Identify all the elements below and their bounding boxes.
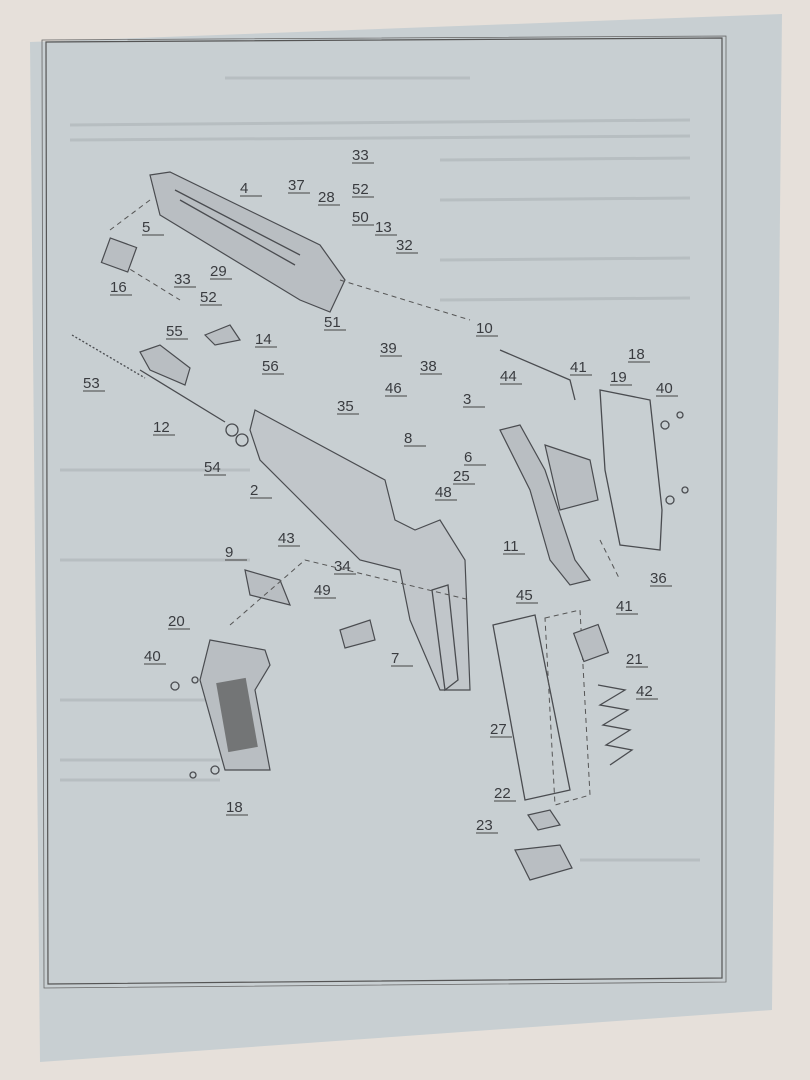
magazine bbox=[492, 614, 571, 801]
part-label-50: 50 bbox=[352, 209, 369, 226]
barrel-part bbox=[139, 344, 191, 386]
part-label-10: 10 bbox=[476, 320, 493, 337]
part-label-34: 34 bbox=[334, 558, 351, 575]
part-label-32: 32 bbox=[396, 237, 413, 254]
right-grip bbox=[599, 389, 663, 551]
show-through-text bbox=[60, 76, 700, 862]
part-label-56: 56 bbox=[262, 358, 279, 375]
part-label-43: 43 bbox=[278, 530, 295, 547]
part-label-18: 18 bbox=[628, 346, 645, 363]
part-label-39: 39 bbox=[380, 340, 397, 357]
frame-part bbox=[249, 409, 471, 691]
part-label-2: 2 bbox=[250, 482, 258, 499]
part-label-42: 42 bbox=[636, 683, 653, 700]
part-label-4: 4 bbox=[240, 180, 248, 197]
part-label-11: 11 bbox=[503, 538, 519, 555]
part-label-40: 40 bbox=[144, 648, 161, 665]
part-label-33: 33 bbox=[352, 147, 369, 164]
part-label-33: 33 bbox=[174, 271, 191, 288]
page-border-inner bbox=[41, 35, 727, 989]
part-label-12: 12 bbox=[153, 419, 170, 436]
part-label-38: 38 bbox=[420, 358, 437, 375]
part-label-29: 29 bbox=[210, 263, 227, 280]
part-label-19: 19 bbox=[610, 369, 627, 386]
part-label-35: 35 bbox=[337, 398, 354, 415]
part-label-45: 45 bbox=[516, 587, 533, 604]
part-label-48: 48 bbox=[435, 484, 452, 501]
part-label-3: 3 bbox=[463, 391, 471, 408]
block-part bbox=[100, 237, 138, 273]
part-label-18: 18 bbox=[226, 799, 243, 816]
part-label-36: 36 bbox=[650, 570, 667, 587]
part-label-41: 41 bbox=[616, 598, 633, 615]
part-label-27: 27 bbox=[490, 721, 507, 738]
part-label-6: 6 bbox=[464, 449, 472, 466]
part-label-16: 16 bbox=[110, 279, 127, 296]
part-label-25: 25 bbox=[453, 468, 470, 485]
part-label-21: 21 bbox=[626, 651, 643, 668]
part-label-28: 28 bbox=[318, 189, 335, 206]
part-label-20: 20 bbox=[168, 613, 185, 630]
parts-drawing bbox=[71, 171, 689, 881]
part-label-49: 49 bbox=[314, 582, 331, 599]
part-label-5: 5 bbox=[142, 219, 150, 236]
page-border bbox=[45, 37, 723, 985]
part-label-8: 8 bbox=[404, 430, 412, 447]
part-label-46: 46 bbox=[385, 380, 402, 397]
part-label-9: 9 bbox=[225, 544, 233, 561]
slide-part bbox=[149, 171, 346, 313]
part-label-14: 14 bbox=[255, 331, 272, 348]
part-label-52: 52 bbox=[352, 181, 369, 198]
part-label-37: 37 bbox=[288, 177, 305, 194]
part-label-41: 41 bbox=[570, 359, 587, 376]
part-label-7: 7 bbox=[391, 650, 399, 667]
part-label-53: 53 bbox=[83, 375, 100, 392]
part-label-51: 51 bbox=[324, 314, 341, 331]
part-label-22: 22 bbox=[494, 785, 511, 802]
part-label-44: 44 bbox=[500, 368, 517, 385]
part-label-23: 23 bbox=[476, 817, 493, 834]
part-label-40: 40 bbox=[656, 380, 673, 397]
part-label-52: 52 bbox=[200, 289, 217, 306]
part-label-54: 54 bbox=[204, 459, 221, 476]
part-label-13: 13 bbox=[375, 219, 392, 236]
part-label-55: 55 bbox=[166, 323, 183, 340]
